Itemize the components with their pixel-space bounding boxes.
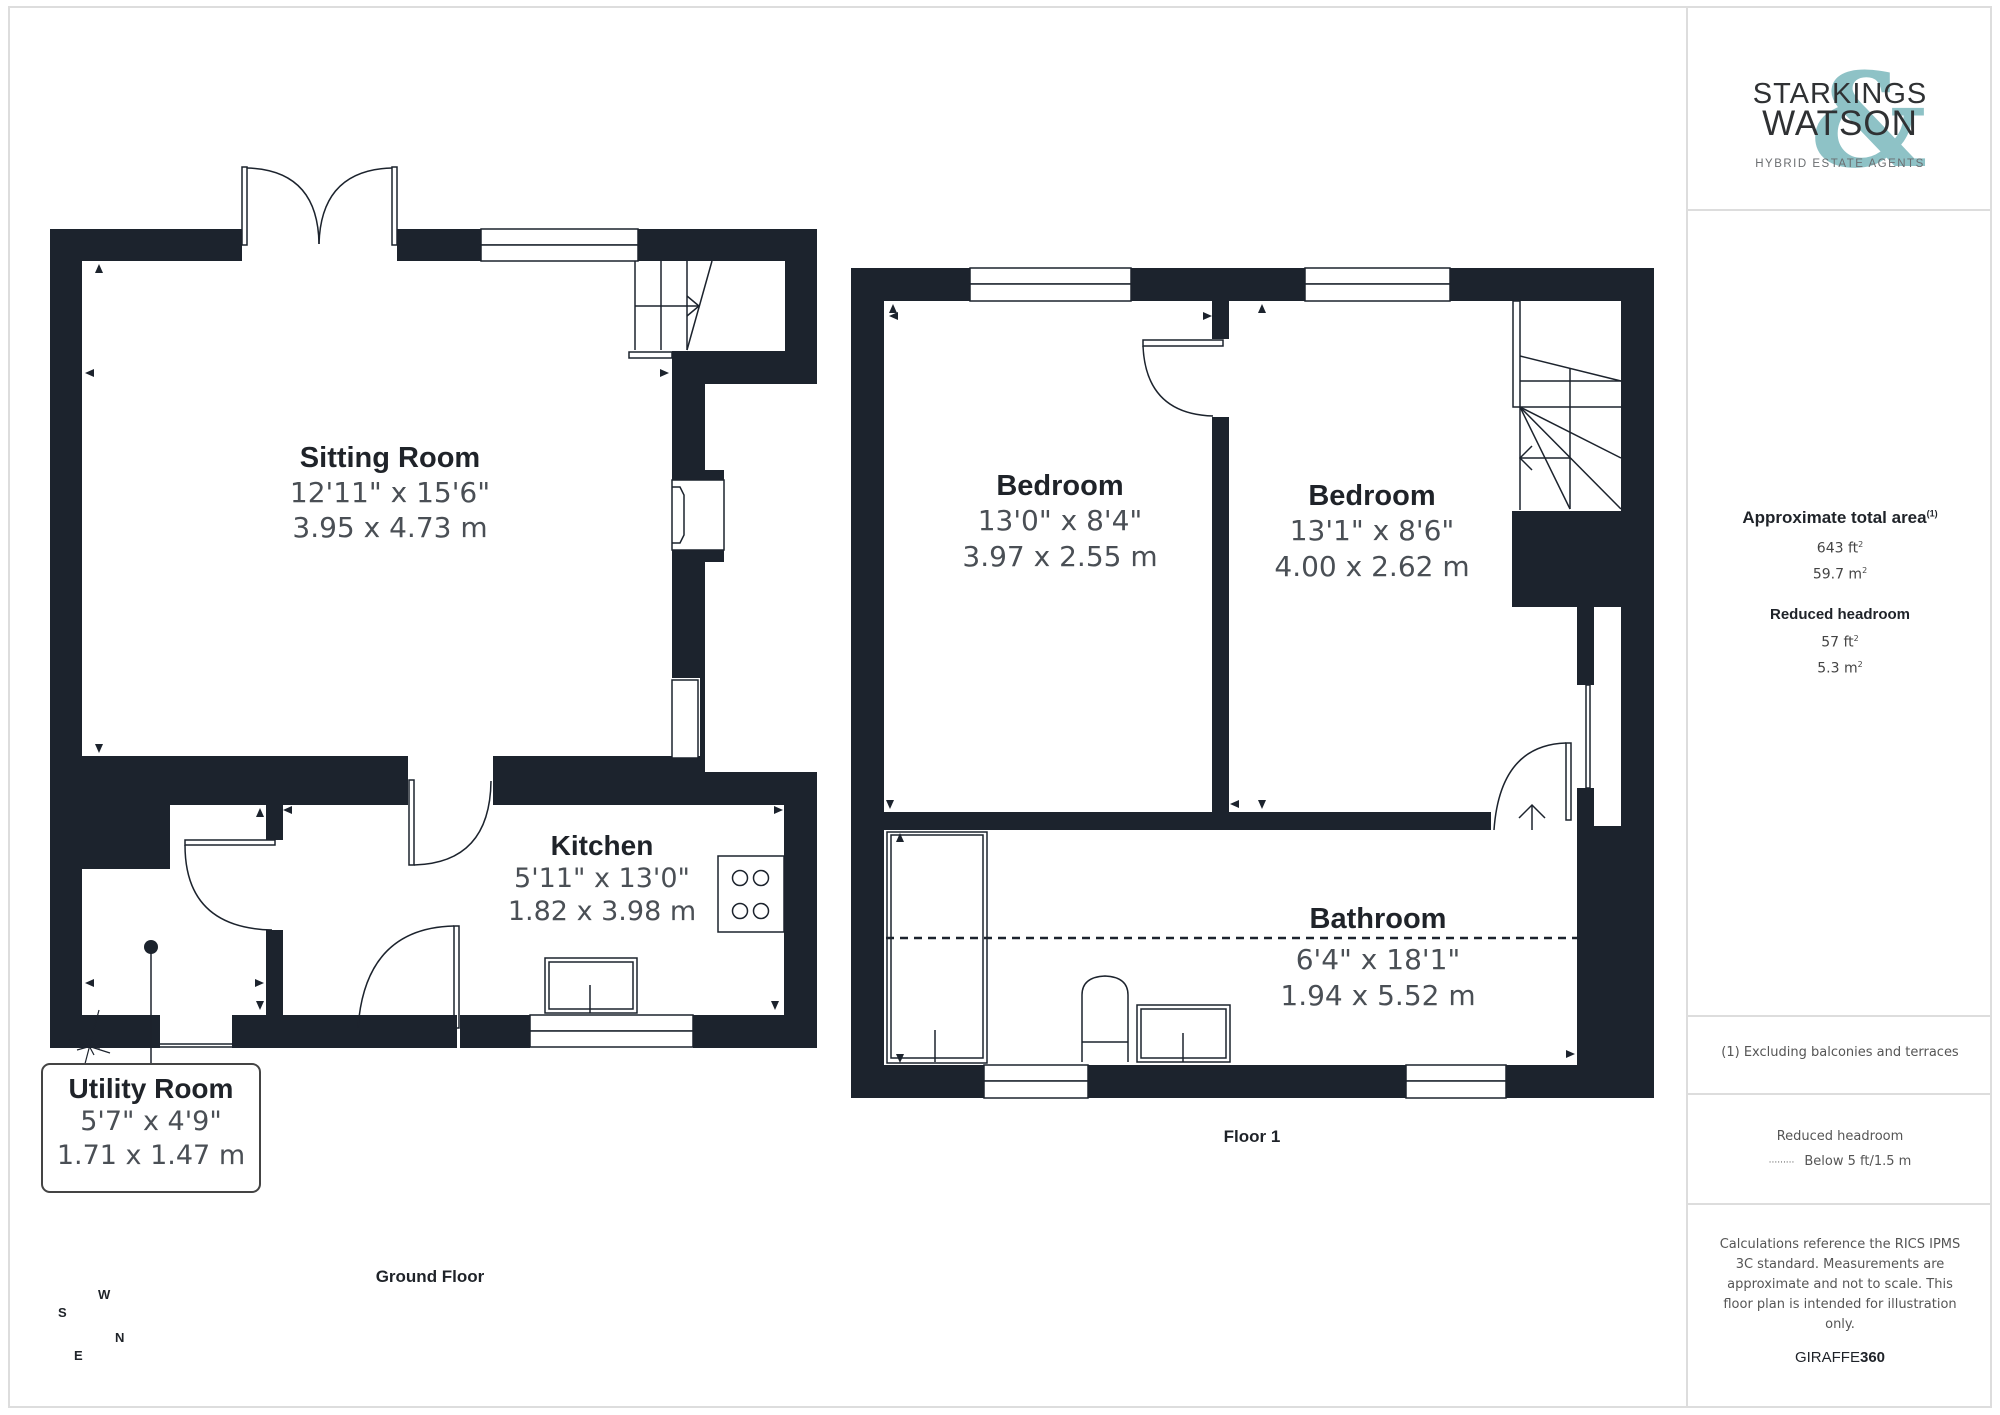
compass-east-label: E — [74, 1348, 83, 1363]
footnote-section: (1) Excluding balconies and terraces — [1688, 1017, 1992, 1095]
room-dim-metric: 3.95 x 4.73 m — [292, 511, 488, 544]
legend-section: Reduced headroom ········· Below 5 ft/1.5… — [1688, 1095, 1992, 1205]
disclaimer-text: Calculations reference the RICS IPMS 3C … — [1719, 1237, 1961, 1332]
room-dim-metric: 1.94 x 5.52 m — [1280, 979, 1476, 1012]
utility-marker — [144, 940, 158, 954]
room-name: Bathroom — [1309, 903, 1447, 935]
legend-title: Reduced headroom — [1776, 1129, 1904, 1144]
room-name: Bedroom — [1308, 480, 1436, 512]
reduced-headroom-m: 5.3 m2 — [1817, 659, 1863, 677]
total-area-m: 59.7 m2 — [1812, 565, 1868, 583]
room-label-bedroom-2: Bedroom 13'1" x 8'6" 4.00 x 2.62 m — [1274, 480, 1469, 585]
room-dim-imperial: 13'0" x 8'4" — [977, 504, 1143, 537]
room-dim-imperial: 13'1" x 8'6" — [1289, 514, 1455, 547]
total-area-block: Approximate total area(1) 643 ft2 59.7 m… — [1688, 508, 1992, 582]
compass-north-label: N — [115, 1330, 125, 1345]
logo-tagline: HYBRID ESTATE AGENTS — [1755, 158, 1925, 170]
page-frame — [8, 6, 1992, 1408]
logo-line-2: WATSON — [1762, 104, 1918, 143]
total-area-title: Approximate total area(1) — [1742, 508, 1938, 527]
room-name: Utility Room — [68, 1073, 234, 1104]
company-logo: & STARKINGS WATSON HYBRID ESTATE AGENTS — [1688, 56, 1992, 186]
room-label-kitchen: Kitchen 5'11" x 13'0" 1.82 x 3.98 m — [508, 830, 696, 928]
room-dim-metric: 3.97 x 2.55 m — [962, 540, 1158, 573]
room-dim-metric: 4.00 x 2.62 m — [1274, 550, 1470, 583]
dotted-line-icon: ········· — [1768, 1158, 1795, 1168]
logo-line-1: STARKINGS — [1752, 78, 1928, 110]
ground-floor-doors — [150, 166, 785, 1063]
room-name: Kitchen — [550, 830, 654, 861]
floor-label-ground: Ground Floor — [375, 1267, 485, 1286]
floor-1-fixtures — [886, 300, 1622, 1064]
info-sidebar: & STARKINGS WATSON HYBRID ESTATE AGENTS … — [1686, 6, 1992, 1408]
compass-south-label: S — [58, 1305, 67, 1320]
total-area-ft: 643 ft2 — [1816, 540, 1864, 557]
logo-section: & STARKINGS WATSON HYBRID ESTATE AGENTS — [1688, 6, 1992, 211]
giraffe360-credit: GIRAFFE360 — [1794, 1349, 1886, 1366]
footnote-text: (1) Excluding balconies and terraces — [1721, 1045, 1959, 1060]
room-label-utility-room: Utility Room 5'7" x 4'9" 1.71 x 1.47 m — [41, 1063, 261, 1193]
legend-label: Below 5 ft/1.5 m — [1804, 1154, 1912, 1169]
room-dim-metric: 1.71 x 1.47 m — [56, 1140, 246, 1171]
area-section: Approximate total area(1) 643 ft2 59.7 m… — [1688, 211, 1992, 1017]
floor-label-first: Floor 1 — [1223, 1127, 1281, 1146]
room-dim-imperial: 5'7" x 4'9" — [80, 1106, 222, 1137]
ground-floor-openings — [160, 228, 725, 1048]
room-label-sitting-room: Sitting Room 12'11" x 15'6" 3.95 x 4.73 … — [290, 442, 490, 545]
room-label-bedroom-1: Bedroom 13'0" x 8'4" 3.97 x 2.55 m — [962, 470, 1157, 575]
floor-1-walls — [851, 268, 1654, 1098]
room-dim-metric: 1.82 x 3.98 m — [507, 896, 697, 927]
room-name: Bedroom — [996, 470, 1124, 502]
disclaimer-section: Calculations reference the RICS IPMS 3C … — [1688, 1205, 1992, 1408]
reduced-headroom-block: Reduced headroom 57 ft2 5.3 m2 — [1688, 606, 1992, 676]
reduced-headroom-title: Reduced headroom — [1769, 606, 1911, 624]
room-dim-imperial: 5'11" x 13'0" — [514, 863, 690, 894]
compass-west-label: W — [98, 1287, 111, 1302]
legend-row: ········· Below 5 ft/1.5 m — [1688, 1154, 1992, 1169]
reduced-headroom-ft: 57 ft2 — [1821, 634, 1859, 651]
room-dim-imperial: 6'4" x 18'1" — [1295, 943, 1461, 976]
ground-floor-walls — [50, 229, 817, 1048]
floor-plan-drawing — [50, 166, 1654, 1099]
room-dim-imperial: 12'11" x 15'6" — [289, 476, 491, 509]
logo-ampersand: & — [1810, 44, 1928, 197]
floor-1-openings — [969, 267, 1621, 1099]
room-name: Sitting Room — [299, 442, 481, 474]
room-label-bathroom: Bathroom 6'4" x 18'1" 1.94 x 5.52 m — [1280, 903, 1475, 1014]
